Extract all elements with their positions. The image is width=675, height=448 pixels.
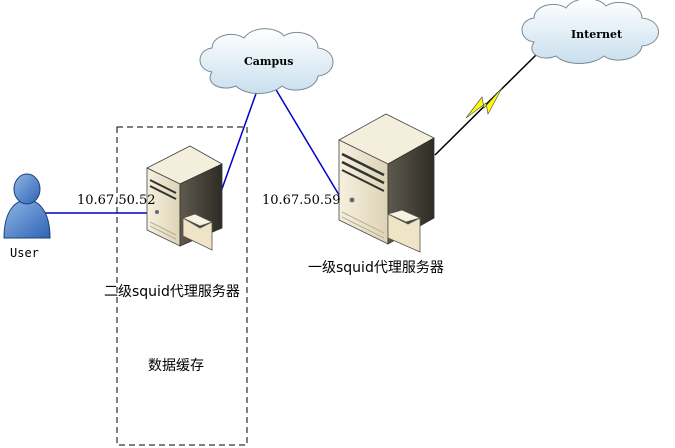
cache-label: 数据缓存: [148, 358, 204, 374]
user-icon: [3, 173, 51, 239]
primary-folder-icon: [386, 209, 422, 253]
lightning-icon: [465, 87, 503, 119]
campus-cloud-icon: [199, 28, 334, 94]
secondary-to-campus-link: [217, 87, 259, 201]
user-label: User: [10, 246, 39, 260]
primary-proxy-label: 一级squid代理服务器: [308, 260, 444, 276]
campus-cloud-label: Campus: [244, 55, 294, 68]
primary-proxy-ip: 10.67.50.59: [262, 193, 341, 208]
cache-boundary-box: [116, 126, 248, 446]
secondary-proxy-ip: 10.67.50.52: [77, 193, 156, 208]
primary-server-icon: [338, 113, 435, 245]
internet-cloud-label: Internet: [571, 28, 623, 41]
secondary-proxy-label: 二级squid代理服务器: [104, 284, 240, 300]
campus-to-primary-link: [274, 87, 343, 201]
secondary-folder-icon: [181, 213, 214, 251]
internet-cloud-icon: [521, 0, 659, 64]
